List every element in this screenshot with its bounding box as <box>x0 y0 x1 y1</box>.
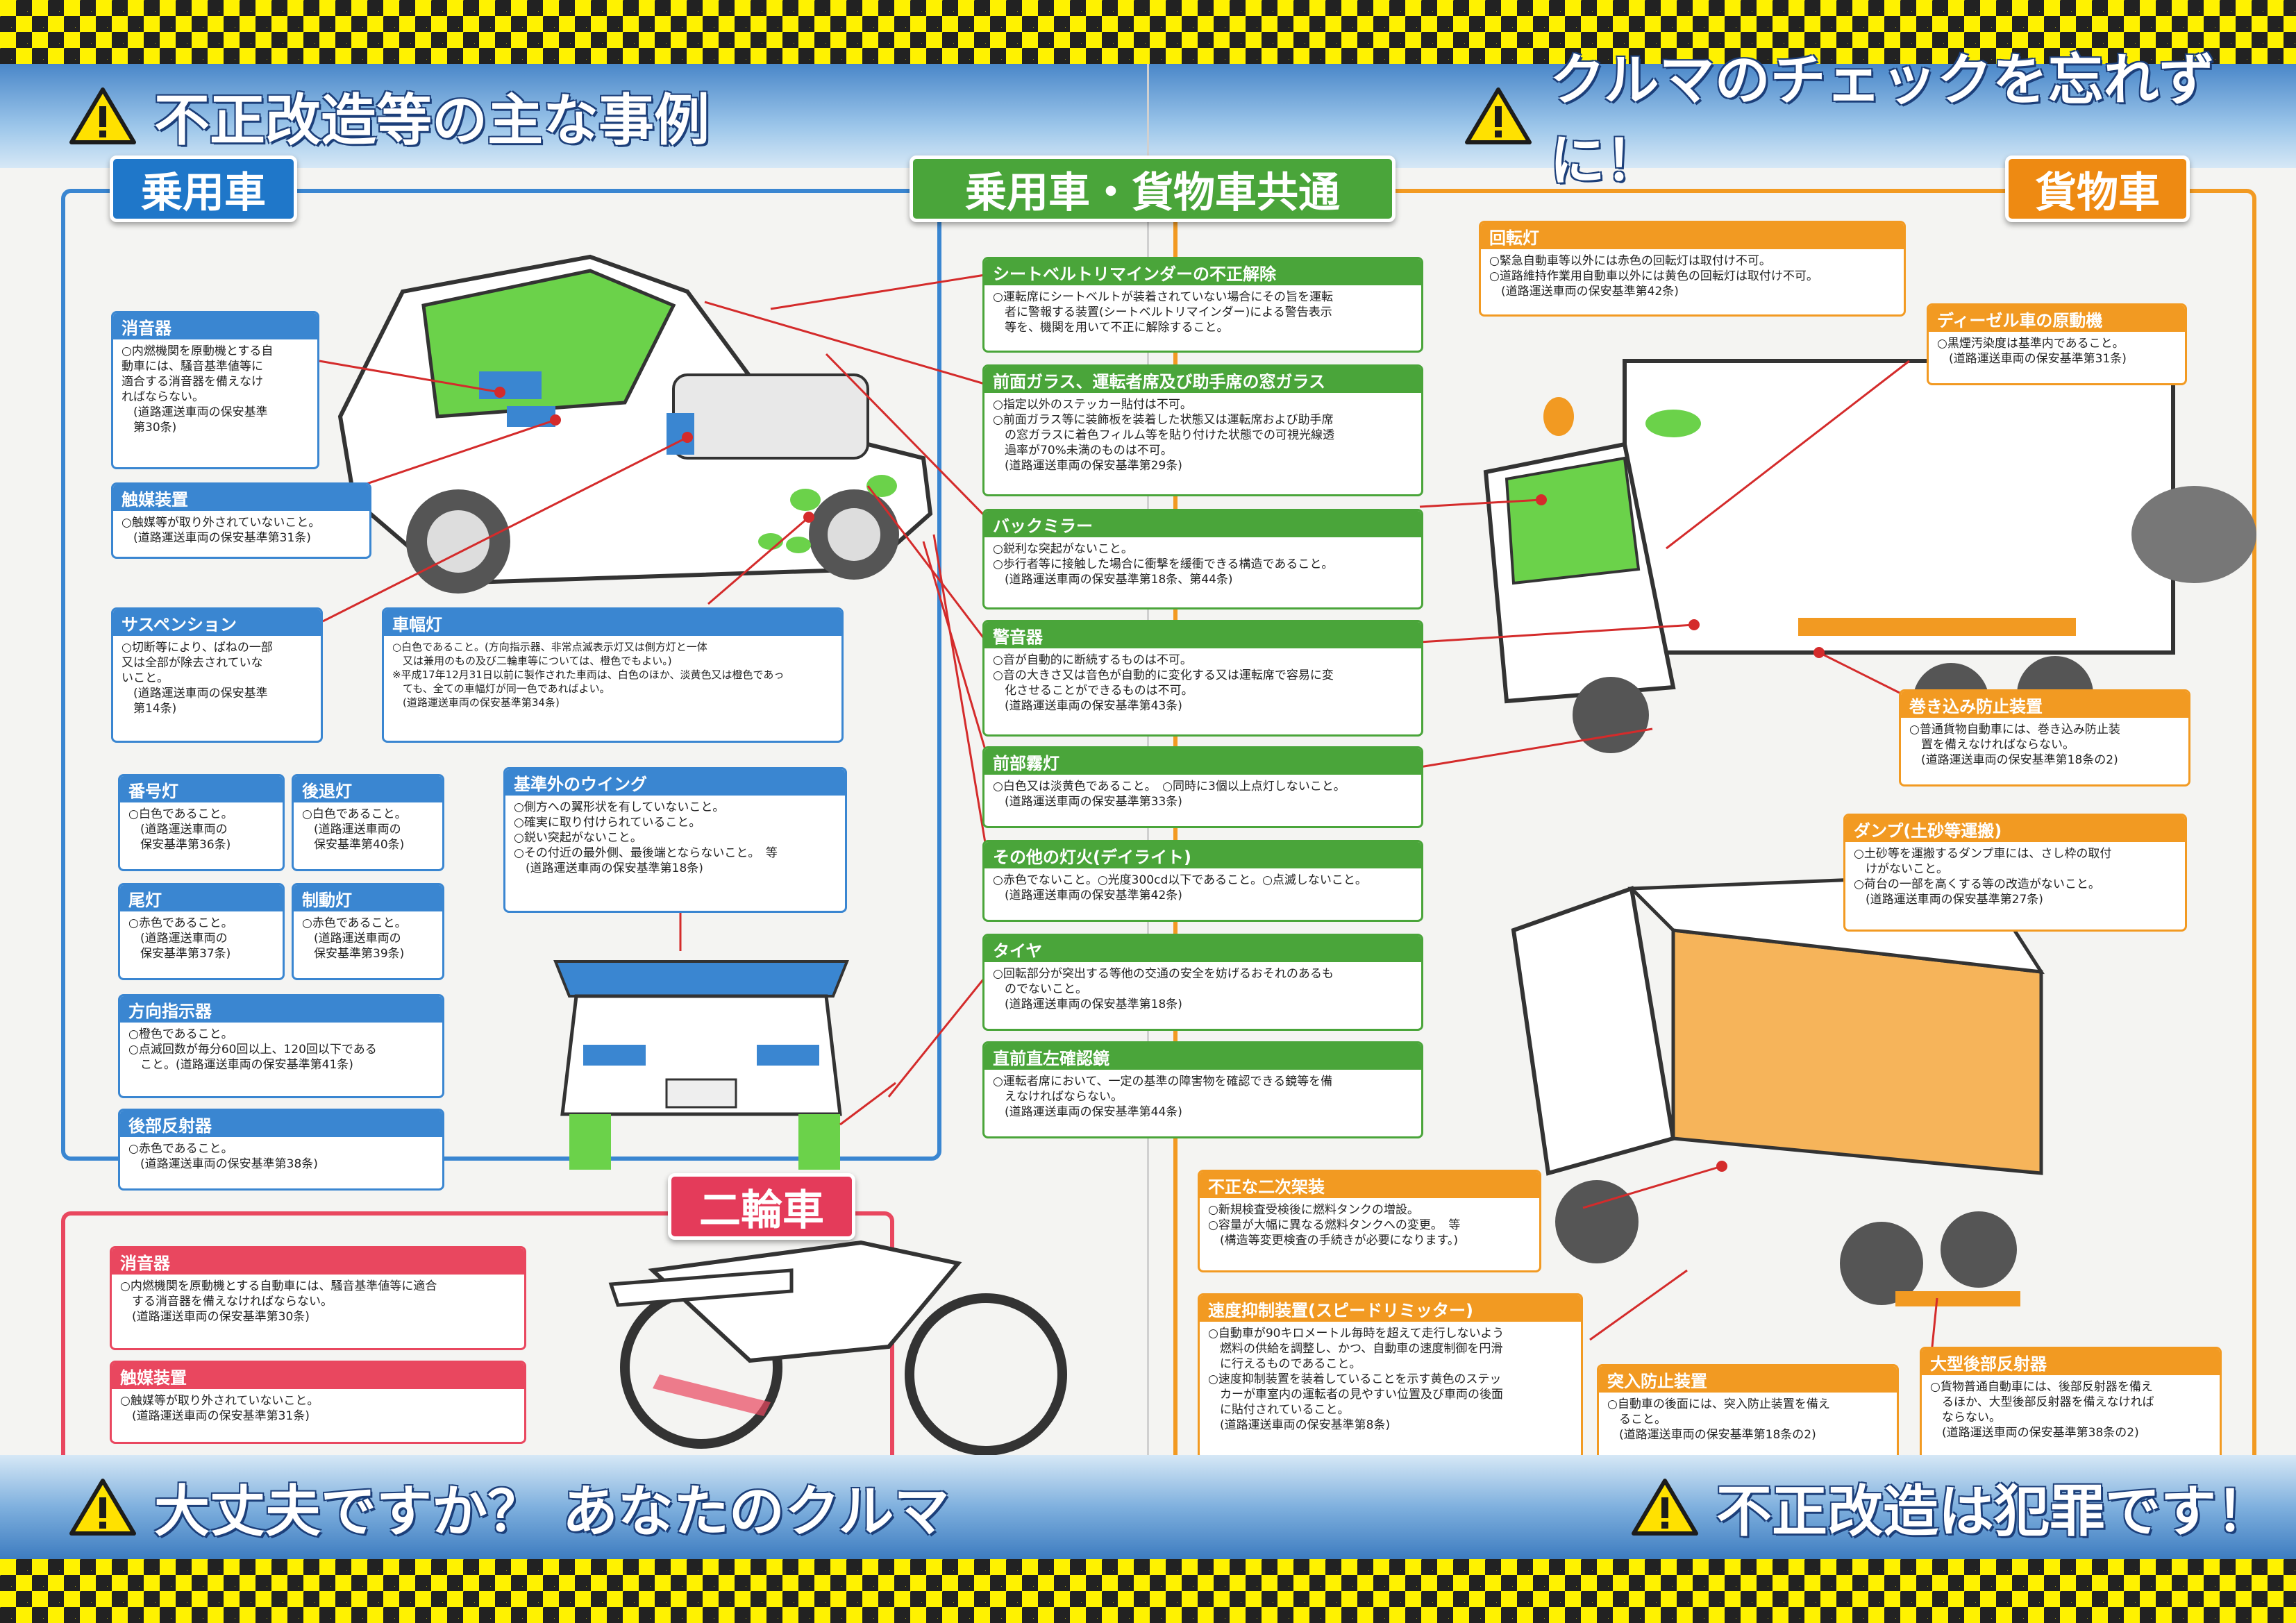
left-bottom-banner: 大丈夫ですか？ あなたのクルマ <box>69 1455 949 1559</box>
moto-box-catalyst: 触媒装置○触媒等が取り外されていないこと。 (道路運送車両の保安基準第31条) <box>110 1361 526 1444</box>
common-box-seatbelt: シートベルトリマインダーの不正解除○運転席にシートベルトが装着されていない場合に… <box>982 257 1423 353</box>
section-tag-common: 乗用車・貨物車共通 <box>910 155 1396 222</box>
warning-icon <box>69 87 136 145</box>
checker-border-top <box>0 0 2296 64</box>
truck-box-extra-fitting: 不正な二次架装○新規検査受検後に燃料タンクの増設。 ○容量が大幅に異なる燃料タン… <box>1198 1170 1541 1272</box>
common-box-front-mirror: 直前直左確認鏡○運転者席において、一定の基準の障害物を確認できる鏡等を備 えなけ… <box>982 1041 1423 1138</box>
common-box-mirror: バックミラー○鋭利な突起がないこと。 ○歩行者等に接触した場合に衝撃を緩衝できる… <box>982 509 1423 609</box>
box-truck-illustration <box>1483 359 2256 753</box>
truck-box-diesel: ディーゼル車の原動機○黒煙汚染度は基準内であること。 (道路運送車両の保安基準第… <box>1927 303 2187 385</box>
car-box-tail-lamp: 尾灯○赤色であること。 (道路運送車両の 保安基準第37条) <box>118 883 285 980</box>
common-box-horn: 警音器○音が自動的に断続するものは不可。 ○音の大きさ又は音色が自動的に変化する… <box>982 620 1423 737</box>
warning-icon <box>1465 87 1532 145</box>
truck-box-dump: ダンプ(土砂等運搬)○土砂等を運搬するダンプ車には、さし枠の取付 けがないこと。… <box>1843 814 2187 932</box>
right-bottom-banner: 不正改造は犯罪です！ <box>1632 1455 2272 1559</box>
car-box-catalyst: 触媒装置○触媒等が取り外されていないこと。 (道路運送車両の保安基準第31条) <box>111 482 371 559</box>
common-box-fog-lamp: 前部霧灯○白色又は淡黄色であること。 ○同時に3個以上点灯しないこと。 (道路運… <box>982 746 1423 828</box>
car-box-wing: 基準外のウイング○側方への翼形状を有していないこと。 ○確実に取り付けられている… <box>503 767 847 913</box>
truck-box-side-guard: 巻き込み防止装置○普通貨物自動車には、巻き込み防止装 置を備えなければならない。… <box>1899 689 2190 787</box>
truck-box-large-reflector: 大型後部反射器○貨物普通自動車には、後部反射器を備え るほか、大型後部反射器を備… <box>1920 1347 2222 1465</box>
truck-box-rotating-lamp: 回転灯○緊急自動車等以外には赤色の回転灯は取付け不可。 ○道路維持作業用自動車以… <box>1479 221 1906 317</box>
warning-icon <box>69 1478 136 1536</box>
truck-box-speed-limiter: 速度抑制装置(スピードリミッター)○自動車が90キロメートル毎時を超えて走行しな… <box>1198 1293 1583 1460</box>
header-band-bottom: 大丈夫ですか？ あなたのクルマ 不正改造は犯罪です！ <box>0 1455 2296 1559</box>
slogan-left: 大丈夫ですか？ あなたのクルマ <box>154 1479 950 1544</box>
common-box-tire: タイヤ○回転部分が突出する等他の交通の安全を妨げるおそれのあるも のでないこと。… <box>982 934 1423 1031</box>
page-title-right: クルマのチェックを忘れずに！ <box>1550 48 2215 193</box>
car-box-brake-lamp: 制動灯○赤色であること。 (道路運送車両の 保安基準第39条) <box>292 883 444 980</box>
section-tag-car: 乗用車 <box>110 155 297 222</box>
car-box-rear-reflector: 後部反射器○赤色であること。 (道路運送車両の保安基準第38条) <box>118 1109 444 1191</box>
moto-box-muffler: 消音器○内燃機関を原動機とする自動車には、騒音基準値等に適合 する消音器を備えな… <box>110 1246 526 1350</box>
right-top-banner: クルマのチェックを忘れずに！ <box>1465 48 2296 193</box>
car-box-plate-lamp: 番号灯○白色であること。 (道路運送車両の 保安基準第36条) <box>118 774 285 871</box>
page-title-left: 不正改造等の主な事例 <box>154 88 710 153</box>
warning-icon <box>1632 1478 1698 1536</box>
left-top-banner: 不正改造等の主な事例 <box>69 64 710 168</box>
car-box-width-lamp: 車幅灯○白色であること。(方向指示器、非常点滅表示灯又は側方灯と一体 又は兼用の… <box>382 607 844 743</box>
common-box-window-glass: 前面ガラス、運転者席及び助手席の窓ガラス○指定以外のステッカー貼付は不可。 ○前… <box>982 364 1423 496</box>
rear-car-illustration <box>553 960 849 1170</box>
car-box-reverse-lamp: 後退灯○白色であること。 (道路運送車両の 保安基準第40条) <box>292 774 444 871</box>
truck-box-underrun: 突入防止装置○自動車の後面には、突入防止装置を備え ること。 (道路運送車両の保… <box>1597 1364 1899 1467</box>
car-frame <box>61 189 941 1161</box>
sedan-illustration <box>337 254 933 594</box>
motorcycle-illustration <box>608 1240 1067 1456</box>
common-box-daylight: その他の灯火(デイライト)○赤色でないこと。○光度300cd以下であること。○点… <box>982 840 1423 922</box>
checker-border-bottom <box>0 1559 2296 1623</box>
car-box-turn-signal: 方向指示器○橙色であること。 ○点滅回数が毎分60回以上、120回以下である こ… <box>118 994 444 1098</box>
car-box-muffler: 消音器○内燃機関を原動機とする自 動車には、騒音基準値等に 適合する消音器を備え… <box>111 311 319 469</box>
header-band-top: 不正改造等の主な事例 クルマのチェックを忘れずに！ <box>0 48 2296 193</box>
section-tag-truck: 貨物車 <box>2005 155 2190 222</box>
section-tag-moto: 二輪車 <box>668 1173 855 1240</box>
car-box-suspension: サスペンション○切断等により、ばねの一部 又は全部が除去されていな いこと。 (… <box>111 607 323 743</box>
slogan-right: 不正改造は犯罪です！ <box>1716 1479 2272 1544</box>
